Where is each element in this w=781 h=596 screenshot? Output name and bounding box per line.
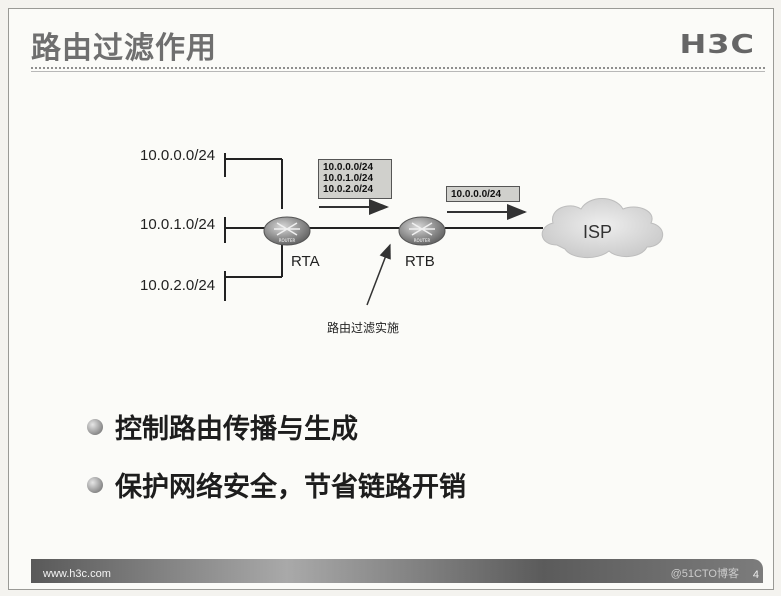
isp-label: ISP: [583, 222, 613, 242]
h3c-logo: H3C: [679, 29, 755, 60]
bullet-item-1: 控制路由传播与生成: [87, 407, 358, 446]
page-number: 4: [752, 569, 759, 581]
route-entry: 10.0.1.0/24: [323, 173, 374, 184]
router-rta-icon: ROUTER: [263, 216, 311, 246]
slide: 路由过滤作用 H3C: [8, 8, 774, 590]
footer-bar: [31, 559, 763, 583]
slide-title: 路由过滤作用: [31, 31, 217, 66]
network-label-3: 10.0.2.0/24: [140, 277, 216, 294]
bullet-text: 保护网络安全，节省链路开销: [115, 472, 466, 503]
route-box-rtb-isp: 10.0.0.0/24: [446, 186, 520, 202]
router-rtb-label: RTB: [405, 253, 435, 270]
router-rtb-icon: ROUTER: [398, 216, 446, 246]
network-links: [224, 153, 283, 301]
network-diagram: ROUTER ROUTER: [224, 153, 663, 306]
watermark: @51CTO博客: [670, 568, 739, 580]
bullet-dot-icon: [87, 418, 103, 435]
route-entry: 10.0.2.0/24: [323, 184, 374, 195]
bullet-dot-icon: [87, 476, 103, 493]
network-label-2: 10.0.1.0/24: [140, 216, 216, 233]
route-entry: 10.0.0.0/24: [323, 162, 374, 173]
rtb-icon-text: ROUTER: [414, 238, 431, 243]
title-divider: [31, 67, 765, 69]
route-box-rta-rtb: 10.0.0.0/24 10.0.1.0/24 10.0.2.0/24: [318, 159, 392, 199]
router-rta-label: RTA: [291, 253, 320, 270]
footer-url: www.h3c.com: [43, 568, 111, 580]
title-divider-line: [31, 71, 765, 72]
filter-point-arrow: [366, 243, 391, 306]
filter-point-label: 路由过滤实施: [327, 321, 400, 335]
bullet-text: 控制路由传播与生成: [115, 414, 358, 445]
network-label-1: 10.0.0.0/24: [140, 147, 216, 164]
rta-icon-text: ROUTER: [279, 238, 296, 243]
isp-cloud-icon: [541, 198, 663, 258]
route-entry: 10.0.0.0/24: [451, 189, 502, 200]
bullet-item-2: 保护网络安全，节省链路开销: [87, 465, 466, 504]
